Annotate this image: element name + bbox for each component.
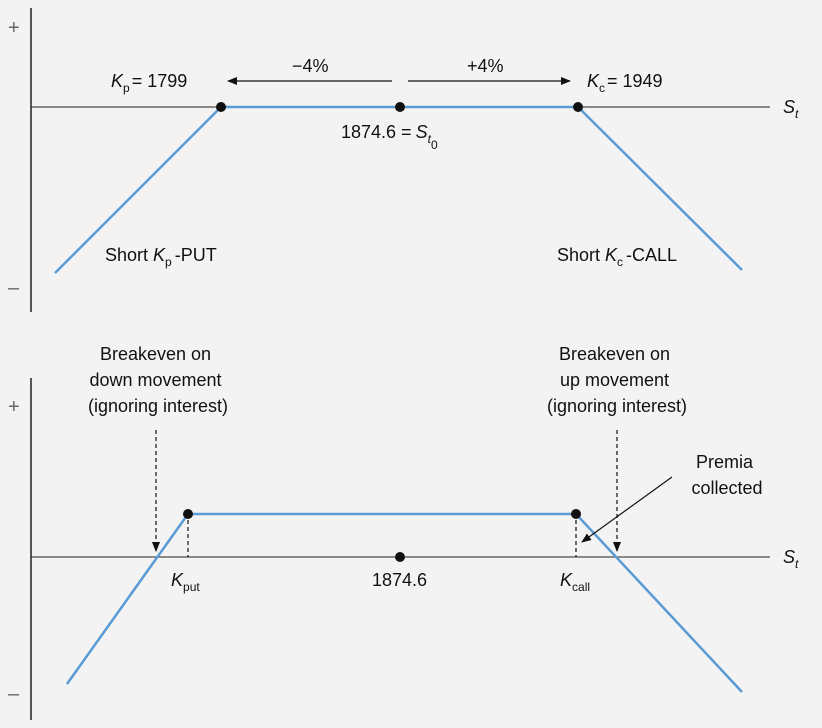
bottom-panel: + – St Breakeven on down movement (ignor…	[8, 344, 799, 720]
minus-pct-label: −4%	[292, 56, 329, 76]
kput-label: Kput	[171, 570, 200, 594]
top-panel: + – St Kp= 1799 −4% +4% Kc= 1949 1874.6 …	[8, 8, 799, 312]
plus-pct-label: +4%	[467, 56, 504, 76]
bottom-kput-point	[183, 509, 193, 519]
top-center-point	[395, 102, 405, 112]
bottom-axis-label: St	[783, 547, 799, 571]
top-kp-point	[216, 102, 226, 112]
top-plus-sign: +	[8, 17, 20, 39]
bottom-kcall-point	[571, 509, 581, 519]
top-axis-label: St	[783, 97, 799, 121]
breakeven-up-label: Breakeven on up movement (ignoring inter…	[547, 344, 687, 416]
bottom-minus-sign: –	[8, 683, 20, 705]
kc-label: Kc= 1949	[587, 71, 663, 95]
top-minus-sign: –	[8, 277, 20, 299]
premia-collected-label: Premia collected	[691, 452, 762, 498]
center-spot-label: 1874.6 =St0	[341, 122, 438, 152]
bottom-center-point	[395, 552, 405, 562]
breakeven-down-label: Breakeven on down movement (ignoring int…	[88, 344, 228, 416]
bottom-plus-sign: +	[8, 396, 20, 418]
premia-arrow	[581, 476, 673, 543]
kp-label: Kp= 1799	[111, 71, 187, 95]
bottom-center-label: 1874.6	[372, 570, 427, 590]
bottom-payoff-line	[65, 512, 743, 693]
kcall-label: Kcall	[560, 570, 590, 594]
top-kc-point	[573, 102, 583, 112]
